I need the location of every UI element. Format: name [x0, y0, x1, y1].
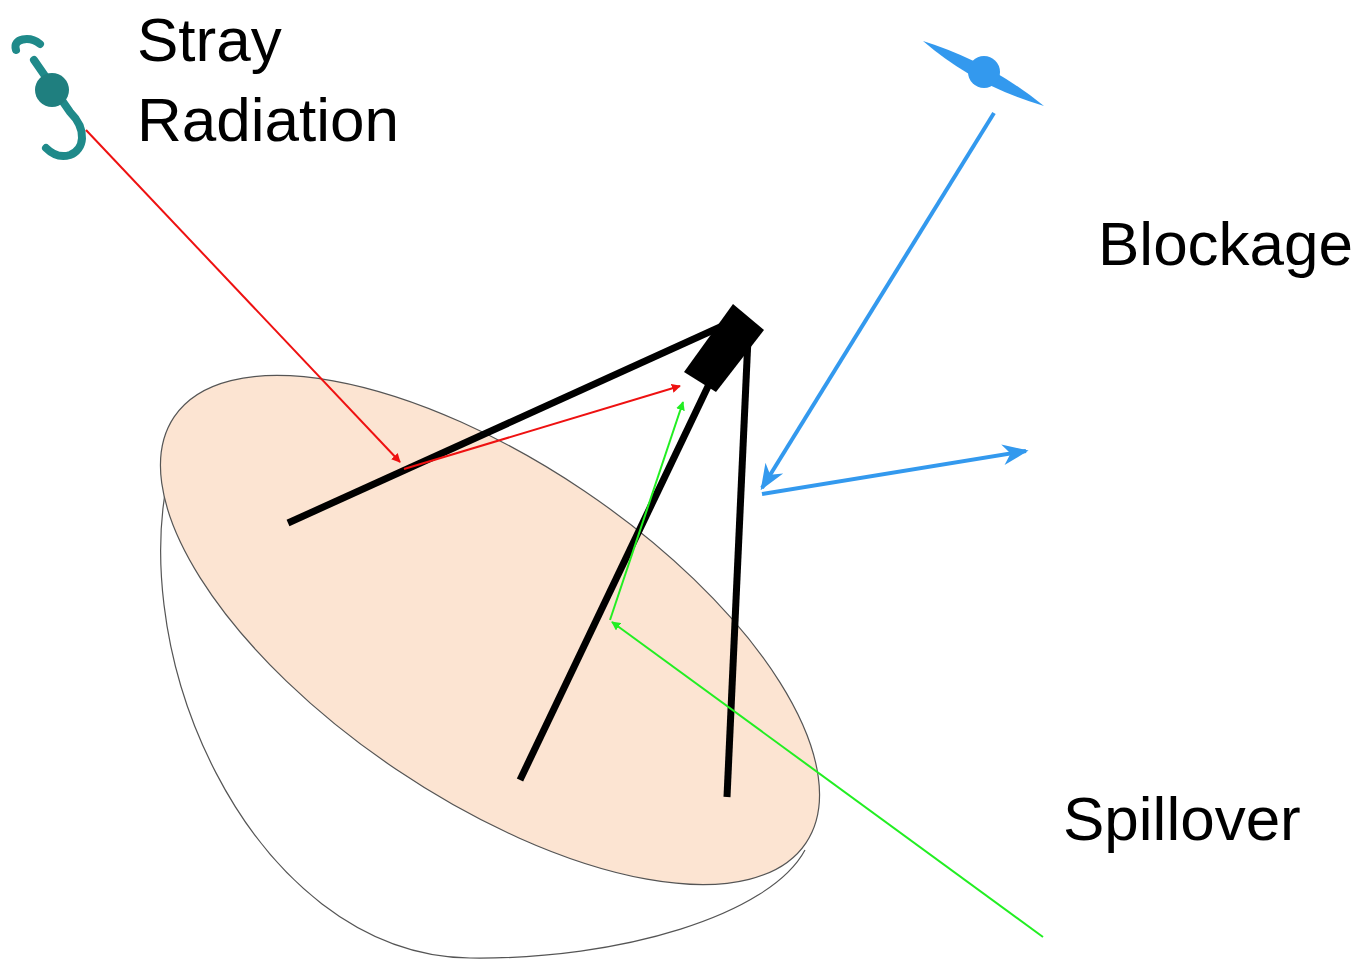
annotation-label: Stray Radiation [137, 0, 467, 160]
ray [762, 113, 994, 488]
ray [762, 451, 1026, 494]
feed-horn [684, 304, 764, 392]
dish-aperture [80, 278, 900, 960]
annotation-label: Spillover [1063, 779, 1363, 859]
feed-leg [288, 318, 740, 523]
source-icon [35, 73, 69, 107]
satellite-icon [968, 56, 1000, 88]
source-icon [15, 39, 40, 50]
ray [612, 622, 1043, 937]
annotation-label: Blockage [1098, 204, 1368, 284]
ray [86, 130, 400, 462]
satellite-icon [923, 41, 1044, 106]
ray [404, 386, 680, 469]
feed-leg [727, 338, 748, 797]
ray [610, 402, 683, 620]
feed-leg [520, 378, 712, 780]
source-icon [34, 60, 82, 156]
